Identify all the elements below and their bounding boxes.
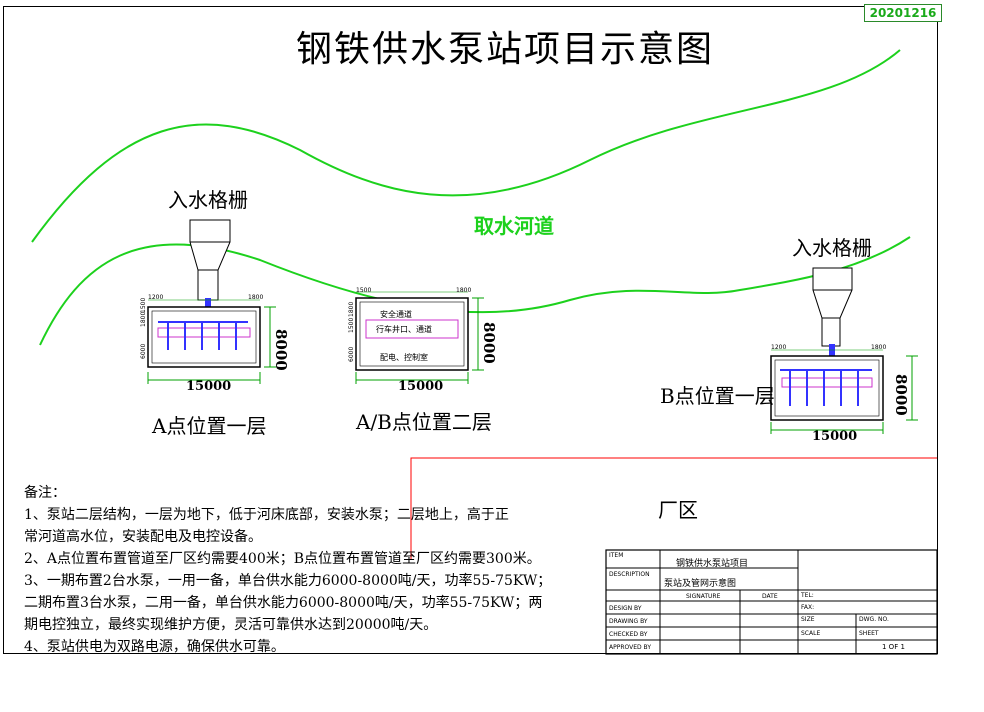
tb-dwg-no: DWG. NO. bbox=[859, 616, 889, 623]
site-a-dim-v3: 6000 bbox=[140, 343, 147, 359]
tb-scale: SCALE bbox=[801, 630, 821, 637]
tb-design-by: DESIGN BY bbox=[609, 605, 642, 612]
site-a-width: 15000 bbox=[186, 379, 232, 394]
site-b-width: 15000 bbox=[812, 429, 858, 444]
notes-line: 常河道高水位，安装配电及电控设备。 bbox=[24, 529, 262, 545]
river-bank-lower bbox=[39, 236, 911, 346]
notes-line: 2、A点位置布置管道至厂区约需要400米；B点位置布置管道至厂区约需要300米。 bbox=[24, 551, 541, 567]
site-a-dim-left: 1200 bbox=[148, 294, 164, 301]
tb-fax: FAX: bbox=[801, 604, 815, 611]
tb-tel: TEL: bbox=[801, 592, 814, 599]
tb-desc-value: 泵站及管网示意图 bbox=[664, 579, 737, 589]
site-ab2-structure bbox=[355, 291, 484, 384]
notes-line: 3、一期布置2台水泵，一用一备，单台供水能力6000-8000吨/天，功率55-… bbox=[24, 573, 552, 589]
site-b-dim-left: 1200 bbox=[771, 344, 787, 351]
tb-item-value: 钢铁供水泵站项目 bbox=[676, 559, 749, 569]
tb-size: SIZE bbox=[801, 616, 815, 623]
tb-date: DATE bbox=[762, 593, 778, 600]
tb-desc-label: DESCRIPTION bbox=[609, 571, 650, 578]
site-b-height: 8000 bbox=[892, 374, 910, 416]
site-a-caption: A点位置一层 bbox=[152, 414, 267, 438]
tb-sheet-value: 1 OF 1 bbox=[882, 643, 905, 651]
site-a-structure bbox=[147, 219, 276, 384]
site-a-dim-v2: 1800 bbox=[140, 311, 147, 327]
notes-line: 期电控独立，最终实现维护方便，灵活可靠供水达到20000吨/天。 bbox=[24, 617, 438, 633]
site-ab2-dim-v3: 6000 bbox=[348, 346, 355, 362]
tb-sheet: SHEET bbox=[859, 630, 879, 637]
site-a-dim-right: 1800 bbox=[248, 294, 264, 301]
title-block: ITEM 钢铁供水泵站项目 DESCRIPTION 泵站及管网示意图 SIGNA… bbox=[606, 550, 937, 654]
river-bank-upper bbox=[31, 49, 901, 243]
notes-line: 备注： bbox=[24, 485, 66, 501]
intake-label-a: 入水格栅 bbox=[168, 188, 248, 212]
notes-line: 二期布置3台水泵，二用一备，单台供水能力6000-8000吨/天，功率55-75… bbox=[24, 595, 543, 611]
site-ab2-dim-right: 1800 bbox=[456, 287, 472, 294]
tb-approved-by: APPROVED BY bbox=[609, 644, 652, 651]
site-b-structure bbox=[770, 267, 918, 434]
safety-passage-label: 安全通道 bbox=[380, 310, 412, 319]
factory-label: 厂区 bbox=[658, 498, 698, 522]
site-b-caption: B点位置一层 bbox=[660, 384, 775, 408]
intake-label-b: 入水格栅 bbox=[792, 236, 872, 260]
tb-item-label: ITEM bbox=[609, 552, 624, 559]
date-stamp: 20201216 bbox=[864, 4, 942, 22]
notes-block: 备注： 1、泵站二层结构，一层为地下，低于河床底部，安装水泵；二层地上，高于正 … bbox=[24, 482, 594, 658]
tb-drawing-by: DRAWING BY bbox=[609, 618, 648, 625]
notes-line: 4、泵站供电为双路电源，确保供水可靠。 bbox=[24, 639, 285, 655]
page-title: 钢铁供水泵站项目示意图 bbox=[296, 29, 715, 70]
tb-checked-by: CHECKED BY bbox=[609, 631, 648, 638]
site-b-dim-right: 1800 bbox=[871, 344, 887, 351]
crane-shaft-label: 行车井口、通道 bbox=[376, 325, 432, 334]
site-ab2-height: 8000 bbox=[480, 322, 498, 364]
site-a-height: 8000 bbox=[272, 329, 290, 371]
drawing-frame bbox=[3, 6, 938, 654]
site-ab2-dim-left: 1500 bbox=[356, 287, 372, 294]
site-a-dim-v1: 1500 bbox=[140, 297, 147, 313]
site-ab2-width: 15000 bbox=[398, 379, 444, 394]
site-ab2-dim-v2: 1500 bbox=[348, 317, 355, 333]
site-ab2-dim-v1: 1800 bbox=[348, 301, 355, 317]
notes-line: 1、泵站二层结构，一层为地下，低于河床底部，安装水泵；二层地上，高于正 bbox=[24, 507, 509, 523]
factory-boundary bbox=[410, 457, 937, 560]
river-label: 取水河道 bbox=[474, 214, 554, 238]
control-room-label: 配电、控制室 bbox=[380, 353, 428, 362]
tb-signature: SIGNATURE bbox=[686, 593, 721, 600]
titleblock-grid bbox=[605, 549, 938, 655]
site-ab2-caption: A/B点位置二层 bbox=[356, 410, 492, 434]
